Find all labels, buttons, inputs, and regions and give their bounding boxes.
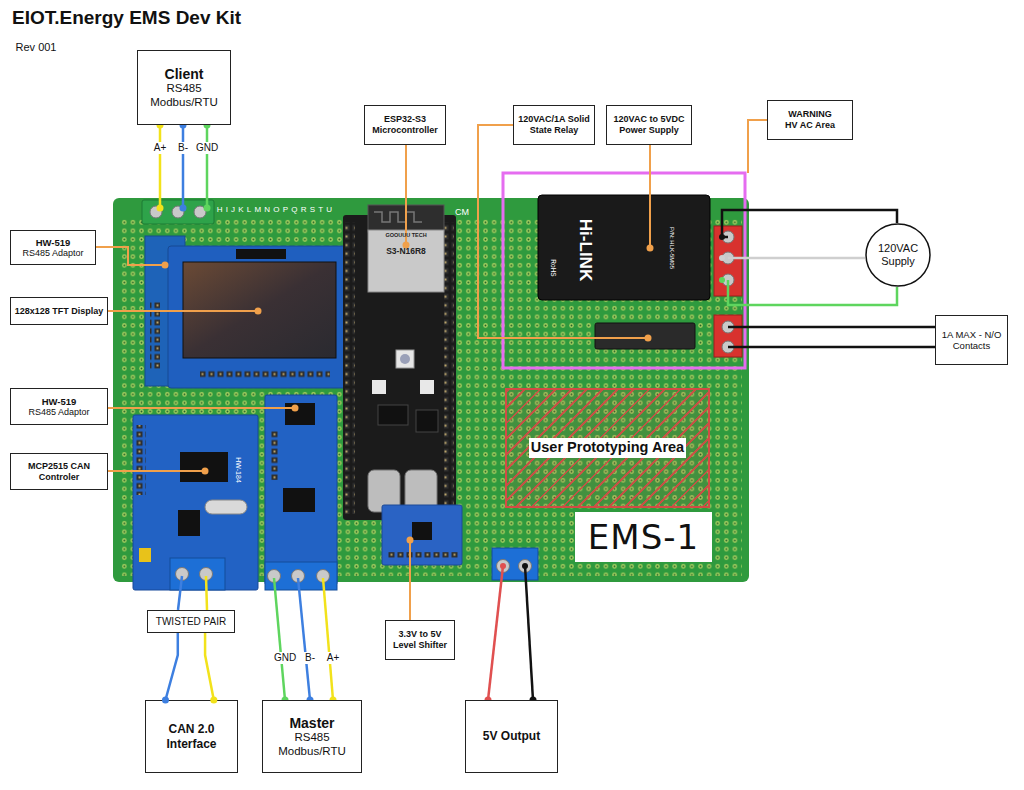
node-heading: WARNING HV AC Area bbox=[782, 109, 838, 130]
rs485-adaptor-bottom bbox=[265, 395, 337, 590]
node-heading: TWISTED PAIR bbox=[156, 616, 226, 628]
board-marking: HW-184 bbox=[235, 457, 242, 483]
tft-display bbox=[168, 246, 346, 388]
node-heading: Master bbox=[289, 715, 334, 732]
module-marking: Hi-LINK bbox=[577, 219, 594, 281]
revision-note: Rev 001 bbox=[16, 42, 57, 53]
board-name-tag: EMS-1 bbox=[575, 512, 712, 562]
node-heading: 128x128 TFT Display bbox=[15, 306, 104, 317]
signal-name: B- bbox=[303, 652, 317, 664]
cable-box: TWISTED PAIR bbox=[147, 610, 235, 633]
board-marking: CM bbox=[455, 208, 469, 217]
output-terminal bbox=[492, 548, 538, 580]
wire-strand bbox=[165, 633, 177, 700]
node-body: RS485 Modbus/RTU bbox=[144, 82, 224, 109]
part-callout: HW-519RS485 Adaptor bbox=[10, 388, 108, 425]
prototyping-area: User Prototyping Area bbox=[505, 388, 710, 508]
module-marking: P/N: HLK-5M05 bbox=[669, 227, 675, 269]
level-shifter bbox=[382, 505, 462, 565]
node-heading: User Prototyping Area bbox=[529, 438, 686, 457]
part-callout: 120VAC to 5VDC Power Supply bbox=[606, 105, 692, 145]
part-callout: MCP2515 CAN Controler bbox=[10, 453, 108, 490]
client-terminal bbox=[142, 200, 214, 224]
node-heading: 120VAC to 5VDC Power Supply bbox=[609, 114, 689, 135]
esp32-s3-board bbox=[343, 205, 456, 520]
mcp2515-board bbox=[133, 415, 258, 590]
node-body: RS485 Adaptor bbox=[28, 407, 89, 418]
node-body: RS485 Adaptor bbox=[22, 248, 83, 259]
signal-name: A+ bbox=[325, 652, 342, 664]
column-letters: HIJKLMNOPQRSTU bbox=[217, 206, 336, 214]
output-box: 5V Output bbox=[465, 700, 558, 773]
connector-callout: ClientRS485 Modbus/RTU bbox=[137, 50, 231, 125]
node-heading: CAN 2.0 Interface bbox=[148, 722, 235, 750]
diagram-title: EIOT.Energy EMS Dev Kit bbox=[12, 7, 241, 29]
wire-strand bbox=[205, 633, 214, 700]
leader-lines bbox=[96, 120, 767, 620]
connector-callout: MasterRS485 Modbus/RTU bbox=[262, 700, 362, 773]
node-heading: HW-519 bbox=[36, 237, 71, 248]
node-heading: MCP2515 CAN Controler bbox=[13, 461, 105, 482]
module-marking: RoHS bbox=[550, 259, 557, 276]
contacts-box: 1A MAX - N/O Contacts bbox=[935, 315, 1008, 365]
warning-callout: WARNING HV AC Area bbox=[767, 100, 853, 140]
wire-dots bbox=[157, 122, 726, 704]
part-callout: 120VAC/1A Solid State Relay bbox=[513, 105, 595, 145]
part-callout: 3.3V to 5V Level Shifter bbox=[385, 620, 455, 660]
node-body: RS485 Modbus/RTU bbox=[272, 731, 352, 758]
interface-box: CAN 2.0 Interface bbox=[145, 700, 238, 773]
part-callout: ESP32-S3 Microcontroller bbox=[364, 105, 446, 145]
node-heading: 5V Output bbox=[483, 729, 540, 743]
node-heading: EMS-1 bbox=[588, 517, 699, 557]
wires bbox=[160, 125, 935, 700]
node-heading: Client bbox=[165, 66, 204, 83]
part-callout: HW-519RS485 Adaptor bbox=[10, 230, 96, 265]
wire-connector bbox=[162, 633, 217, 704]
node-heading: 1A MAX - N/O Contacts bbox=[938, 329, 1005, 351]
node-heading: HW-519 bbox=[42, 396, 77, 407]
signal-name: A+ bbox=[152, 142, 169, 154]
signal-name: B- bbox=[176, 142, 190, 154]
signal-name: GND bbox=[272, 652, 298, 664]
module-marking: S3-N16R8 bbox=[386, 247, 426, 256]
node-heading: 120VAC/1A Solid State Relay bbox=[518, 114, 590, 135]
node-heading: 3.3V to 5V Level Shifter bbox=[388, 629, 452, 650]
supply-circle: 120VAC Supply bbox=[865, 223, 931, 287]
module-marking: GOOUUU TECH bbox=[385, 233, 426, 239]
node-heading: ESP32-S3 Microcontroller bbox=[367, 114, 443, 135]
part-callout: 128x128 TFT Display bbox=[10, 297, 108, 325]
signal-name: GND bbox=[194, 142, 220, 154]
node-heading: 120VAC Supply bbox=[870, 242, 926, 268]
